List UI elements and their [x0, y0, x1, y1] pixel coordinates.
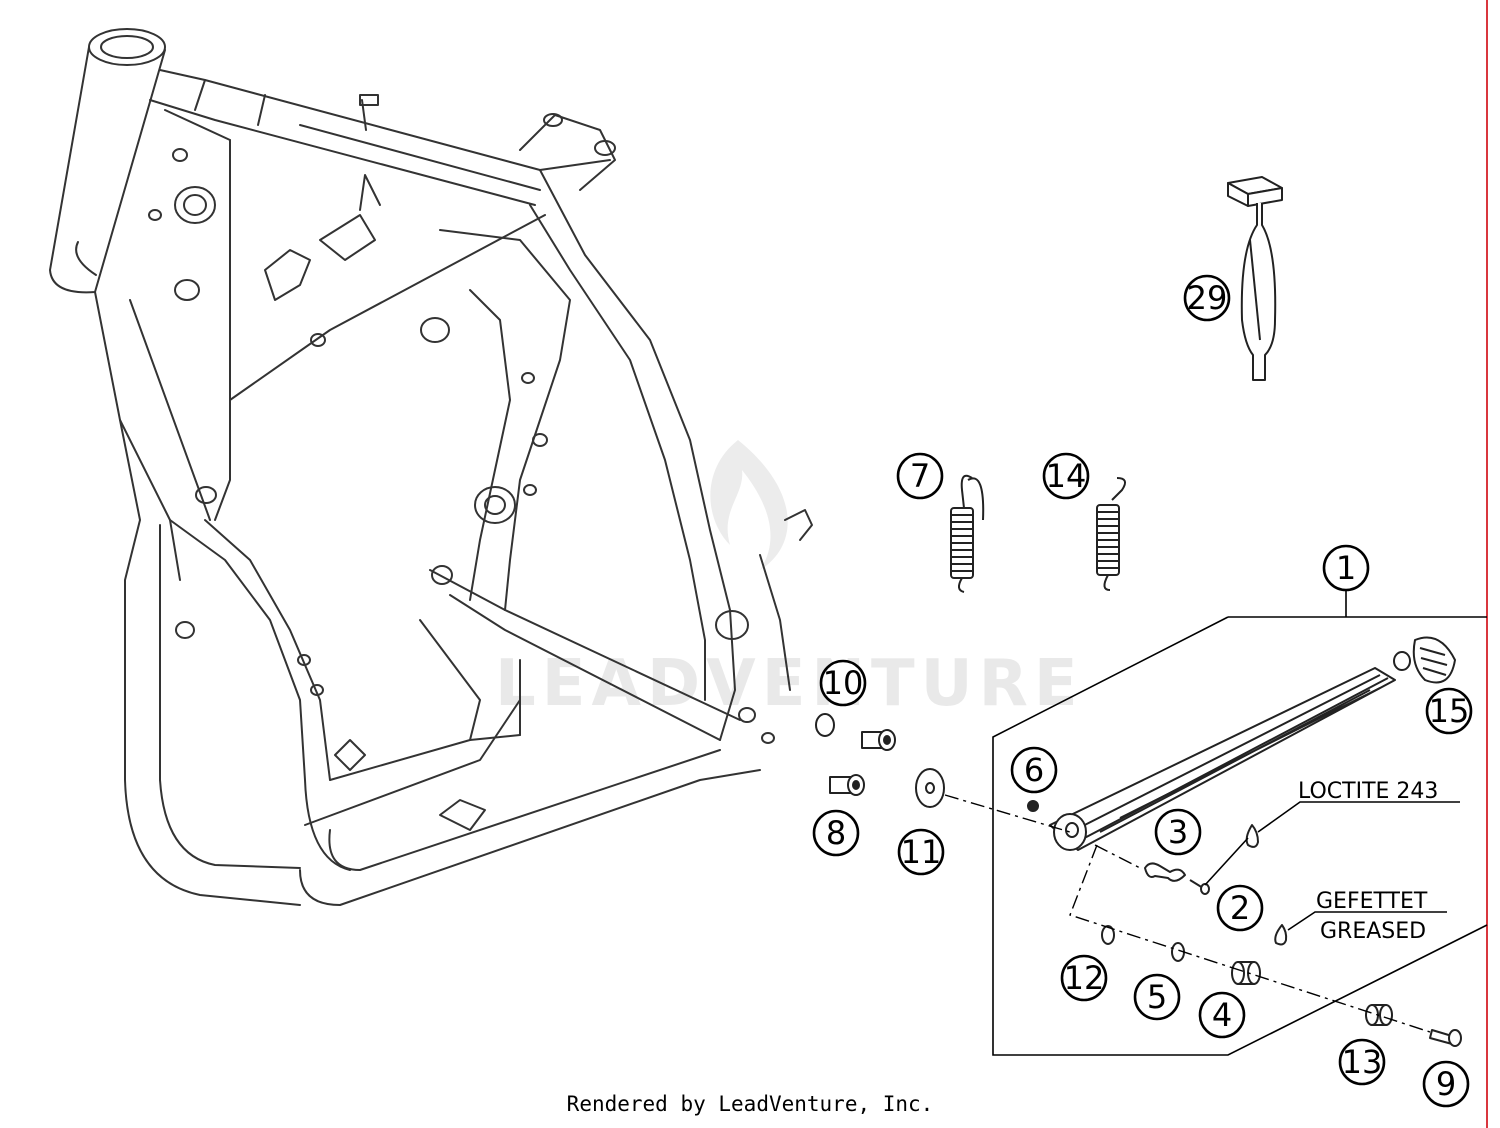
- tool-29: [1227, 176, 1283, 381]
- note-gefettet: GEFETTET: [1316, 889, 1428, 914]
- callout-3: 3: [1154, 808, 1202, 856]
- frame-drawing: [49, 28, 813, 906]
- callout-2: 2: [1216, 884, 1264, 932]
- spring-14: [1096, 477, 1127, 591]
- clip-3: [1144, 862, 1186, 882]
- callout-29: 29: [1183, 274, 1231, 322]
- callout-4: 4: [1198, 991, 1246, 1039]
- callout-1: 1: [1322, 544, 1370, 592]
- callout-14: 14: [1042, 452, 1090, 500]
- loctite-drop-icon: [1245, 824, 1259, 848]
- screw-9: [1429, 1029, 1462, 1047]
- svg-text:14: 14: [1046, 457, 1087, 495]
- callout-5: 5: [1133, 973, 1181, 1021]
- callout-12: 12: [1060, 954, 1108, 1002]
- bushing-13: [1365, 1004, 1393, 1026]
- svg-text:15: 15: [1429, 692, 1470, 730]
- assembly-box: [992, 590, 1488, 1056]
- svg-text:13: 13: [1342, 1043, 1383, 1081]
- spring-7: [950, 474, 985, 593]
- svg-text:5: 5: [1147, 978, 1167, 1016]
- bushing-4: [1231, 961, 1261, 985]
- svg-text:1: 1: [1336, 549, 1356, 587]
- assembly-axes: [944, 794, 1431, 1033]
- svg-text:29: 29: [1187, 279, 1228, 317]
- callout-15: 15: [1425, 687, 1473, 735]
- svg-text:2: 2: [1230, 889, 1250, 927]
- callout-11: 11: [897, 828, 945, 876]
- washer-11: [915, 768, 945, 808]
- note-loctite: LOCTITE 243: [1298, 779, 1438, 804]
- watermark-flame-icon: [710, 440, 788, 570]
- callout-13: 13: [1338, 1038, 1386, 1086]
- greased-leader: [1287, 911, 1447, 931]
- screw-upper: [861, 729, 896, 751]
- svg-text:6: 6: [1024, 751, 1044, 789]
- svg-text:11: 11: [901, 833, 942, 871]
- watermark: LEADVENTURE: [495, 440, 1078, 721]
- side-stand: [1027, 667, 1396, 851]
- svg-text:3: 3: [1168, 813, 1188, 851]
- loctite-leader: [1257, 801, 1460, 833]
- svg-text:9: 9: [1436, 1065, 1456, 1103]
- svg-text:10: 10: [823, 664, 864, 702]
- grease-drop-icon: [1274, 924, 1288, 946]
- svg-text:7: 7: [910, 457, 930, 495]
- footer-credit: Rendered by LeadVenture, Inc.: [566, 1092, 934, 1116]
- callout-10: 10: [819, 659, 867, 707]
- screw-2: [1189, 879, 1210, 895]
- o-ring-10: [815, 713, 835, 737]
- screw-8: [829, 774, 865, 796]
- svg-text:12: 12: [1064, 959, 1105, 997]
- foot-pad-15: [1393, 636, 1456, 684]
- note-greased: GREASED: [1320, 919, 1426, 944]
- callout-9: 9: [1422, 1060, 1470, 1108]
- svg-text:4: 4: [1212, 996, 1232, 1034]
- callout-8: 8: [812, 809, 860, 857]
- callout-7: 7: [896, 452, 944, 500]
- callout-6: 6: [1010, 746, 1058, 794]
- o-ring-12: [1101, 925, 1115, 945]
- svg-text:8: 8: [826, 814, 846, 852]
- screw-2-leader: [1204, 837, 1249, 886]
